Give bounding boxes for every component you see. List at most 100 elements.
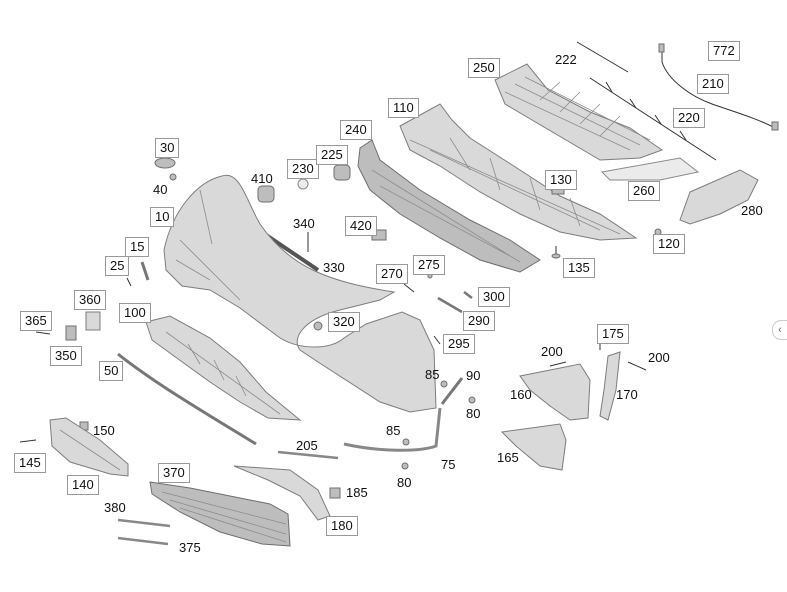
callout-260[interactable]: 260 xyxy=(628,181,660,201)
part-230-ring[interactable] xyxy=(297,178,309,190)
part-85-clip-upper[interactable] xyxy=(440,380,448,388)
part-50-strip[interactable] xyxy=(117,352,257,446)
part-240-absorber[interactable] xyxy=(357,139,541,273)
part-85-clip-lower[interactable] xyxy=(402,438,410,446)
callout-145[interactable]: 145 xyxy=(14,453,46,473)
callout-135[interactable]: 135 xyxy=(563,258,595,278)
callout-375[interactable]: 375 xyxy=(179,540,201,555)
callout-10[interactable]: 10 xyxy=(150,207,175,227)
callout-350[interactable]: 350 xyxy=(50,346,82,366)
callout-365[interactable]: 365 xyxy=(20,311,52,331)
part-295-clip[interactable] xyxy=(433,335,441,345)
part-222-trim-strip[interactable] xyxy=(576,41,629,73)
callout-15[interactable]: 15 xyxy=(125,237,150,257)
callout-275[interactable]: 275 xyxy=(413,255,445,275)
callout-160[interactable]: 160 xyxy=(510,387,532,402)
callout-80-lower[interactable]: 80 xyxy=(397,475,412,490)
part-205-strip[interactable] xyxy=(277,450,339,460)
part-110-carrier[interactable] xyxy=(399,103,638,241)
part-40-clip[interactable] xyxy=(169,173,177,181)
part-25-screw[interactable] xyxy=(126,277,132,287)
callout-360[interactable]: 360 xyxy=(74,290,106,310)
callout-222[interactable]: 222 xyxy=(555,52,577,67)
part-370-lower-grille[interactable] xyxy=(149,481,291,547)
callout-85-lower[interactable]: 85 xyxy=(386,423,401,438)
part-200-screw-left[interactable] xyxy=(549,361,567,367)
callout-380[interactable]: 380 xyxy=(104,500,126,515)
callout-165[interactable]: 165 xyxy=(497,450,519,465)
part-410-sensor[interactable] xyxy=(257,185,275,203)
callout-85-upper[interactable]: 85 xyxy=(425,367,440,382)
callout-170[interactable]: 170 xyxy=(616,387,638,402)
callout-40[interactable]: 40 xyxy=(153,182,168,197)
callout-270[interactable]: 270 xyxy=(376,264,408,284)
callout-180[interactable]: 180 xyxy=(326,516,358,536)
callout-295[interactable]: 295 xyxy=(443,334,475,354)
callout-175[interactable]: 175 xyxy=(597,324,629,344)
part-170-trim[interactable] xyxy=(599,351,621,421)
part-90-trim[interactable] xyxy=(440,377,464,405)
part-260-cover[interactable] xyxy=(600,157,700,181)
part-145-screw[interactable] xyxy=(19,439,37,443)
part-180-trim[interactable] xyxy=(233,465,331,521)
callout-110[interactable]: 110 xyxy=(388,98,419,118)
callout-75[interactable]: 75 xyxy=(441,457,456,472)
part-80-screw-upper[interactable] xyxy=(468,396,476,404)
callout-130[interactable]: 130 xyxy=(545,170,577,190)
part-380-strip[interactable] xyxy=(117,518,171,528)
part-350-clip[interactable] xyxy=(65,325,77,341)
callout-230[interactable]: 230 xyxy=(287,159,319,179)
side-panel-toggle[interactable]: ‹ xyxy=(772,320,787,340)
callout-410[interactable]: 410 xyxy=(251,171,273,186)
callout-185[interactable]: 185 xyxy=(346,485,368,500)
callout-220[interactable]: 220 xyxy=(673,108,705,128)
callout-340[interactable]: 340 xyxy=(293,216,315,231)
part-220-rail[interactable] xyxy=(589,77,717,161)
part-250-upper-grille[interactable] xyxy=(494,63,664,161)
part-360-bracket[interactable] xyxy=(85,311,101,331)
callout-80-upper[interactable]: 80 xyxy=(466,406,481,421)
part-10-bumper-cover[interactable] xyxy=(163,174,437,413)
part-375-strip[interactable] xyxy=(117,536,169,546)
part-200-screw-right[interactable] xyxy=(627,361,647,371)
callout-25[interactable]: 25 xyxy=(105,256,130,276)
callout-120[interactable]: 120 xyxy=(653,234,685,254)
part-160-bracket[interactable] xyxy=(519,363,591,421)
part-165-bracket[interactable] xyxy=(500,423,567,471)
callout-280[interactable]: 280 xyxy=(741,203,763,218)
callout-50[interactable]: 50 xyxy=(99,361,124,381)
callout-290[interactable]: 290 xyxy=(463,311,495,331)
part-100-lower-panel[interactable] xyxy=(145,315,302,421)
part-80-screw-lower[interactable] xyxy=(401,462,409,470)
callout-100[interactable]: 100 xyxy=(119,303,151,323)
callout-240[interactable]: 240 xyxy=(340,120,372,140)
part-365-screw[interactable] xyxy=(35,331,51,335)
part-15-trim[interactable] xyxy=(140,261,150,281)
part-290-strip[interactable] xyxy=(437,296,463,314)
callout-225[interactable]: 225 xyxy=(316,145,348,165)
callout-330[interactable]: 330 xyxy=(323,260,345,275)
part-135-bolt[interactable] xyxy=(551,246,561,259)
callout-772[interactable]: 772 xyxy=(708,41,740,61)
callout-90[interactable]: 90 xyxy=(466,368,481,383)
callout-30[interactable]: 30 xyxy=(155,138,180,158)
part-185-clip[interactable] xyxy=(329,487,341,499)
callout-140[interactable]: 140 xyxy=(67,475,99,495)
callout-150[interactable]: 150 xyxy=(93,423,115,438)
part-300-strip[interactable] xyxy=(463,291,473,299)
part-30-emblem[interactable] xyxy=(154,157,176,169)
callout-320[interactable]: 320 xyxy=(328,312,360,332)
part-210-cable[interactable] xyxy=(658,43,779,131)
callout-205[interactable]: 205 xyxy=(296,438,318,453)
callout-250[interactable]: 250 xyxy=(468,58,500,78)
callout-200-left[interactable]: 200 xyxy=(541,344,563,359)
part-270-pin[interactable] xyxy=(403,283,415,293)
callout-300[interactable]: 300 xyxy=(478,287,510,307)
callout-200-right[interactable]: 200 xyxy=(648,350,670,365)
part-140-plate[interactable] xyxy=(49,417,129,477)
callout-420[interactable]: 420 xyxy=(345,216,377,236)
part-75-trim[interactable] xyxy=(343,407,442,452)
part-225-sensor[interactable] xyxy=(333,164,351,181)
callout-210[interactable]: 210 xyxy=(697,74,729,94)
part-280-bracket[interactable] xyxy=(679,169,759,225)
